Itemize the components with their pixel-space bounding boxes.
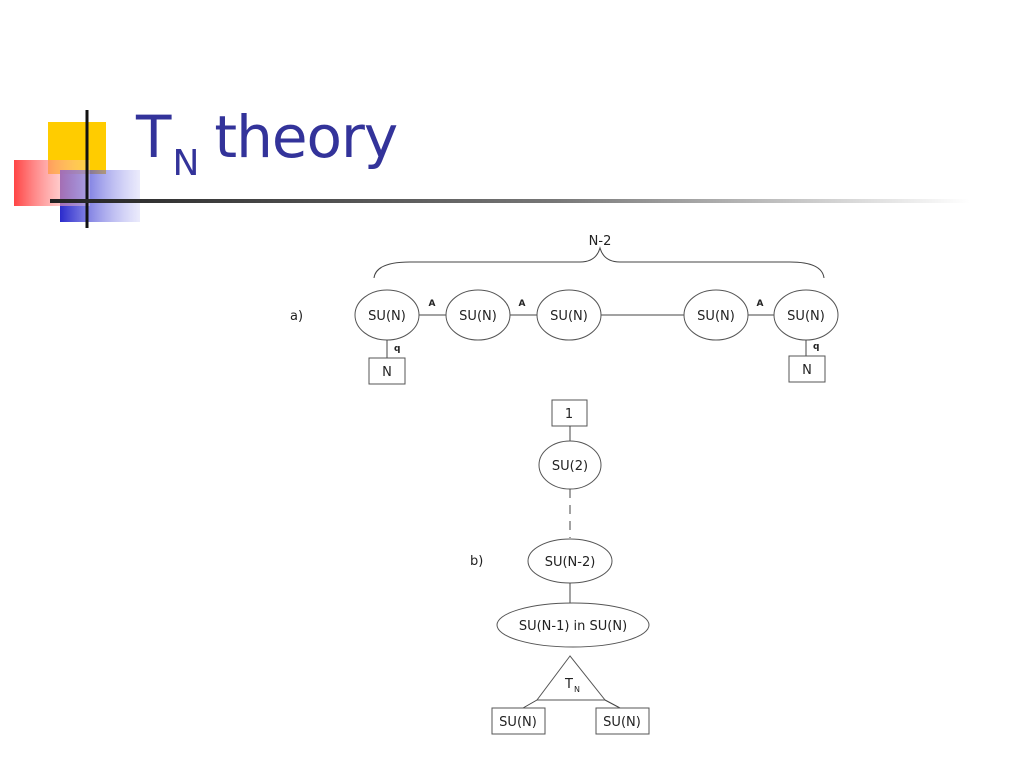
tn-triangle <box>536 655 607 701</box>
title-subscript: N <box>172 143 199 184</box>
node-a5-label: SU(N) <box>787 309 825 324</box>
flavor-edge-left-label: q <box>394 344 400 354</box>
brace-label: N-2 <box>589 234 612 249</box>
edge-tri-right <box>604 699 621 709</box>
tn-label-main: T <box>564 677 573 692</box>
bottom-box-right-label: SU(N) <box>603 715 641 730</box>
flavor-box-left-label: N <box>382 365 392 380</box>
edge-label-a2: A <box>519 299 526 309</box>
node-a3 <box>536 289 602 341</box>
node-a1-label: SU(N) <box>368 309 406 324</box>
edge-label-a1: A <box>429 299 436 309</box>
node-su2-label: SU(2) <box>552 459 588 474</box>
flavor-box-right <box>788 355 826 383</box>
node-a4-label: SU(N) <box>697 309 735 324</box>
top-box-label: 1 <box>565 407 573 422</box>
flavor-box-left <box>368 357 406 385</box>
title-main: T <box>136 103 171 171</box>
node-a2-label: SU(N) <box>459 309 497 324</box>
node-a3-label: SU(N) <box>550 309 588 324</box>
edge-label-a3: A <box>757 299 764 309</box>
flavor-box-right-label: N <box>802 363 812 378</box>
title-underline <box>50 199 970 203</box>
brace <box>373 246 825 279</box>
bottom-box-left <box>491 707 546 735</box>
node-su-n-2-label: SU(N-2) <box>545 555 596 570</box>
node-su-n-1 <box>496 602 650 648</box>
bottom-box-right <box>595 707 650 735</box>
node-a4 <box>683 289 749 341</box>
edge-tri-left <box>522 699 538 709</box>
title-rest: theory <box>214 103 398 171</box>
diagram-b-label: b) <box>470 554 483 569</box>
flavor-edge-right-label: q <box>813 342 819 352</box>
diagram-a-label: a) <box>290 309 303 324</box>
node-a2 <box>445 289 511 341</box>
tn-label-sub: N <box>574 685 580 694</box>
bottom-box-left-label: SU(N) <box>499 715 537 730</box>
node-su-n-1-label: SU(N-1) in SU(N) <box>519 619 627 634</box>
red-square <box>14 160 90 206</box>
top-box <box>551 399 588 427</box>
